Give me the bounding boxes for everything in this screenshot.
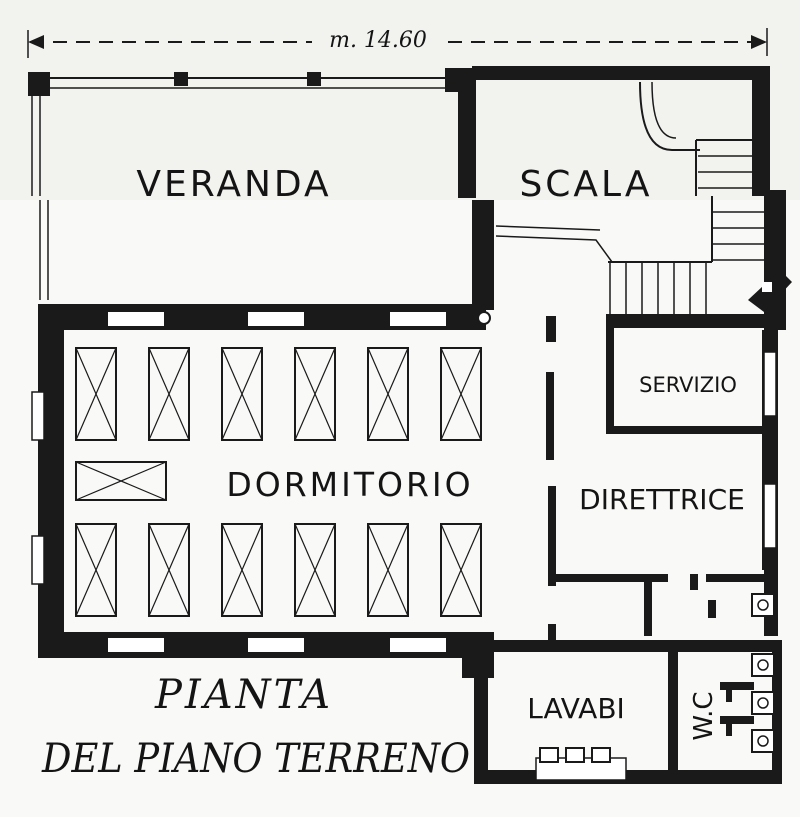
bed-1-6 (440, 347, 482, 441)
plan-title-line1: PIANTA (154, 672, 333, 718)
room-label-veranda: VERANDA (136, 164, 331, 205)
bed-2-3 (221, 523, 263, 617)
room-label-scala: SCALA (519, 164, 652, 205)
interior-partitions (546, 316, 778, 640)
bed-1-5 (367, 347, 409, 441)
veranda-structure (28, 72, 448, 300)
room-label-lavabi: LAVABI (527, 692, 625, 725)
bed-1-1 (75, 347, 117, 441)
bed-2-1 (75, 523, 117, 617)
bed-2-4 (294, 523, 336, 617)
room-label-servizio: SERVIZIO (639, 373, 737, 397)
dimension-line (27, 28, 768, 58)
room-label-direttrice: DIRETTRICE (579, 483, 745, 516)
bed-2-2 (148, 523, 190, 617)
bed-extra (75, 461, 167, 501)
beds-group (75, 347, 482, 617)
plan-title-line2: DEL PIANO TERRENO (41, 736, 470, 782)
bed-2-6 (440, 523, 482, 617)
bed-1-2 (148, 347, 190, 441)
washroom-block (474, 593, 782, 784)
dormitory-walls (31, 304, 494, 678)
bed-2-5 (367, 523, 409, 617)
stair-block (445, 66, 792, 330)
bed-1-4 (294, 347, 336, 441)
paper-lower-area (0, 200, 800, 817)
room-label-dormitorio: DORMITORIO (226, 465, 473, 504)
dimension-label: m. 14.60 (329, 28, 427, 53)
room-label-wc: W.C (689, 691, 719, 740)
bed-1-3 (221, 347, 263, 441)
